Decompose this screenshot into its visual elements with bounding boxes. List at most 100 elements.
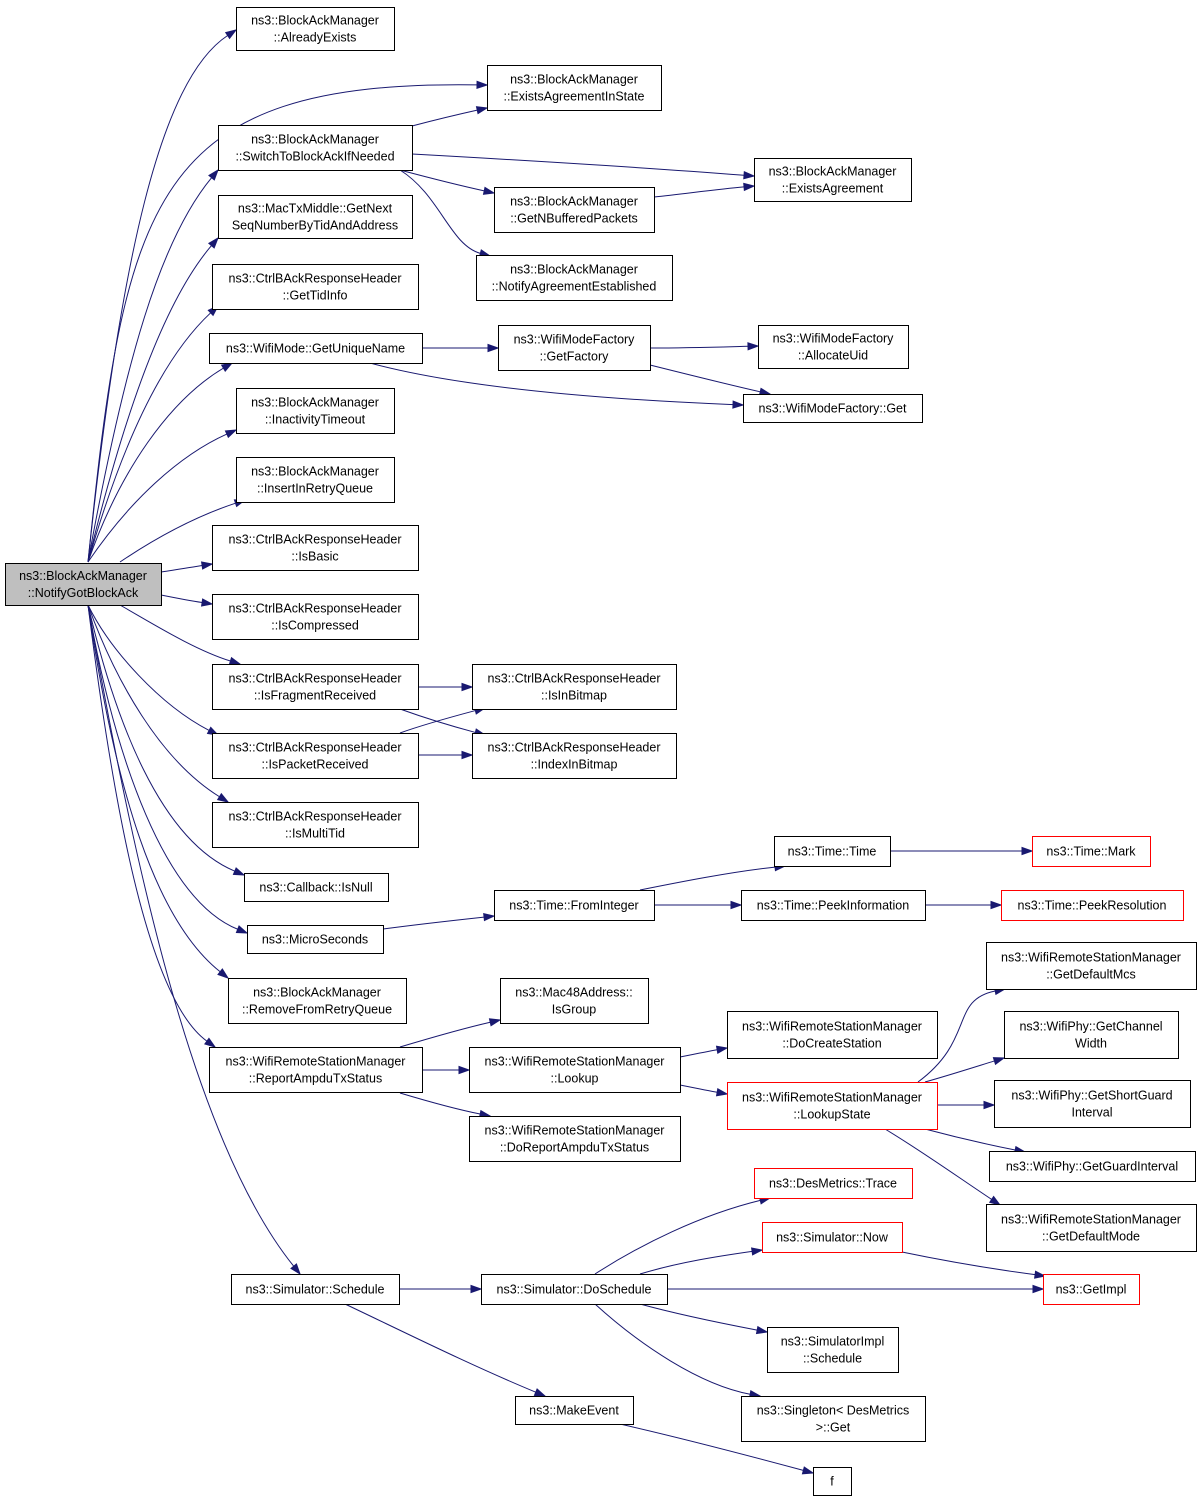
node-get-guard-interval[interactable]: ns3::WifiPhy::GetGuardInterval [989,1151,1196,1182]
node-simulator-do-schedule[interactable]: ns3::Simulator::DoSchedule [481,1274,668,1305]
edge-line [87,604,221,973]
node-label: ::InactivityTimeout [265,413,366,427]
node-des-metrics-trace[interactable]: ns3::DesMetrics::Trace [754,1168,913,1199]
node-get-impl[interactable]: ns3::GetImpl [1043,1274,1140,1305]
node-lookup[interactable]: ns3::WifiRemoteStationManager::Lookup [469,1047,681,1093]
node-label: ns3::WifiRemoteStationManager [1001,951,1181,965]
node-factory-get[interactable]: ns3::WifiModeFactory::Get [743,394,923,423]
edge-line [411,153,745,176]
node-label: ::IsMultiTid [285,827,345,841]
node-get-factory[interactable]: ns3::WifiModeFactory::GetFactory [498,325,651,371]
edge-root-to-is_compressed [160,594,214,607]
node-insert-in-retry[interactable]: ns3::BlockAckManager::InsertInRetryQueue [236,457,395,503]
node-get-n-buffered[interactable]: ns3::BlockAckManager::GetNBufferedPacket… [494,187,655,233]
node-label: ns3::BlockAckManager [251,465,379,479]
node-is-multi-tid[interactable]: ns3::CtrlBAckResponseHeader::IsMultiTid [212,802,419,848]
edge-switch_to_block_ack-to-exists_agreement_in_state [411,106,489,127]
node-label: ns3::BlockAckManager [251,133,379,147]
node-already-exists[interactable]: ns3::BlockAckManager::AlreadyExists [236,7,395,51]
node-box [5,563,162,606]
node-box [494,890,655,921]
node-index-in-bitmap[interactable]: ns3::CtrlBAckResponseHeader::IndexInBitm… [472,733,677,779]
node-label: ns3::Time::PeekInformation [757,899,909,913]
node-time-time[interactable]: ns3::Time::Time [774,836,891,867]
node-remove-from-retry[interactable]: ns3::BlockAckManager::RemoveFromRetryQue… [228,978,407,1024]
node-make-event[interactable]: ns3::MakeEvent [515,1396,634,1425]
node-root[interactable]: ns3::BlockAckManager::NotifyGotBlockAck [5,563,162,606]
node-switch-to-block-ack[interactable]: ns3::BlockAckManager::SwitchToBlockAckIf… [218,125,413,171]
edge-get_unique_name-to-get_factory [422,343,500,353]
node-peek-information[interactable]: ns3::Time::PeekInformation [741,890,926,921]
edge-line [87,604,295,1267]
node-f[interactable]: f [813,1467,852,1496]
node-callback-is-null[interactable]: ns3::Callback::IsNull [244,873,389,902]
node-inactivity-timeout[interactable]: ns3::BlockAckManager::InactivityTimeout [236,388,395,434]
node-simulator-schedule[interactable]: ns3::Simulator::Schedule [231,1274,400,1305]
node-time-from-integer[interactable]: ns3::Time::FromInteger [494,890,655,921]
node-exists-agreement-in-state[interactable]: ns3::BlockAckManager::ExistsAgreementInS… [487,65,662,111]
node-label: ns3::BlockAckManager [253,986,381,1000]
edge-line [924,1128,1016,1151]
node-label: ns3::Singleton< DesMetrics [757,1404,910,1418]
arrow-head-icon [747,342,760,351]
arrow-head-icon [988,1195,1002,1206]
edge-simulator_do_schedule-to-simulator_now [639,1247,764,1275]
node-box [1001,890,1184,921]
node-do-create-station[interactable]: ns3::WifiRemoteStationManager::DoCreateS… [727,1011,938,1059]
edge-root-to-callback_is_null [87,604,246,876]
edge-lookup_state-to-get_channel_width [924,1057,1006,1083]
node-get-unique-name[interactable]: ns3::WifiMode::GetUniqueName [209,333,423,364]
edge-lookup_state-to-get_default_mode [884,1128,1002,1206]
node-is-packet-received[interactable]: ns3::CtrlBAckResponseHeader::IsPacketRec… [212,733,419,779]
edge-simulator_schedule-to-make_event [344,1303,547,1397]
node-label: ns3::BlockAckManager [510,263,638,277]
node-simulator-now[interactable]: ns3::Simulator::Now [762,1222,903,1253]
node-singleton-get[interactable]: ns3::Singleton< DesMetrics>::Get [741,1396,926,1442]
node-notify-agreement[interactable]: ns3::BlockAckManager::NotifyAgreementEst… [476,255,673,301]
node-get-tid-info[interactable]: ns3::CtrlBAckResponseHeader::GetTidInfo [212,264,419,310]
node-is-fragment-received[interactable]: ns3::CtrlBAckResponseHeader::IsFragmentR… [212,664,419,710]
edge-line [399,1021,491,1048]
node-report-ampdu[interactable]: ns3::WifiRemoteStationManager::ReportAmp… [209,1047,423,1093]
node-get-next-seq[interactable]: ns3::MacTxMiddle::GetNextSeqNumberByTidA… [218,195,413,239]
node-mac48-is-group[interactable]: ns3::Mac48Address::IsGroup [500,978,649,1024]
node-simulator-impl-schedule[interactable]: ns3::SimulatorImpl::Schedule [767,1327,899,1373]
node-peek-resolution[interactable]: ns3::Time::PeekResolution [1001,890,1184,921]
node-is-compressed[interactable]: ns3::CtrlBAckResponseHeader::IsCompresse… [212,594,419,640]
edge-root-to-already_exists [87,29,238,563]
node-get-default-mcs[interactable]: ns3::WifiRemoteStationManager::GetDefaul… [986,942,1197,990]
node-micro-seconds[interactable]: ns3::MicroSeconds [247,925,384,954]
node-label: ns3::CtrlBAckResponseHeader [229,810,402,824]
node-box [989,1151,1196,1182]
node-exists-agreement[interactable]: ns3::BlockAckManager::ExistsAgreement [754,158,912,202]
edge-simulator_do_schedule-to-singleton_get [594,1303,762,1399]
edge-line [639,1250,753,1275]
arrow-head-icon [470,1284,483,1294]
edge-line [399,169,481,254]
node-label: ::InsertInRetryQueue [257,482,373,496]
node-is-basic[interactable]: ns3::CtrlBAckResponseHeader::IsBasic [212,525,419,571]
node-box [209,333,423,364]
node-do-report-ampdu[interactable]: ns3::WifiRemoteStationManager::DoReportA… [469,1116,681,1162]
arrow-head-icon [220,362,234,372]
arrow-head-icon [751,1247,764,1256]
node-lookup-state[interactable]: ns3::WifiRemoteStationManager::LookupSta… [727,1082,938,1130]
edge-line [87,84,478,563]
node-label: ::ExistsAgreement [782,182,884,196]
node-time-mark[interactable]: ns3::Time::Mark [1032,836,1151,867]
edge-line [87,177,213,563]
node-is-in-bitmap[interactable]: ns3::CtrlBAckResponseHeader::IsInBitmap [472,664,677,710]
node-box [469,1116,681,1162]
node-allocate-uid[interactable]: ns3::WifiModeFactory::AllocateUid [758,325,909,369]
node-box [469,1047,681,1093]
node-label: ns3::Time::PeekResolution [1018,899,1167,913]
edge-line [639,866,776,891]
edge-report_ampdu-to-do_report_ampdu [399,1092,492,1119]
edge-get_factory-to-factory_get [649,364,772,396]
node-get-default-mode[interactable]: ns3::WifiRemoteStationManager::GetDefaul… [986,1204,1197,1252]
arrow-head-icon [983,1100,996,1110]
arrow-head-icon [743,171,756,180]
arrow-head-icon [208,168,219,181]
